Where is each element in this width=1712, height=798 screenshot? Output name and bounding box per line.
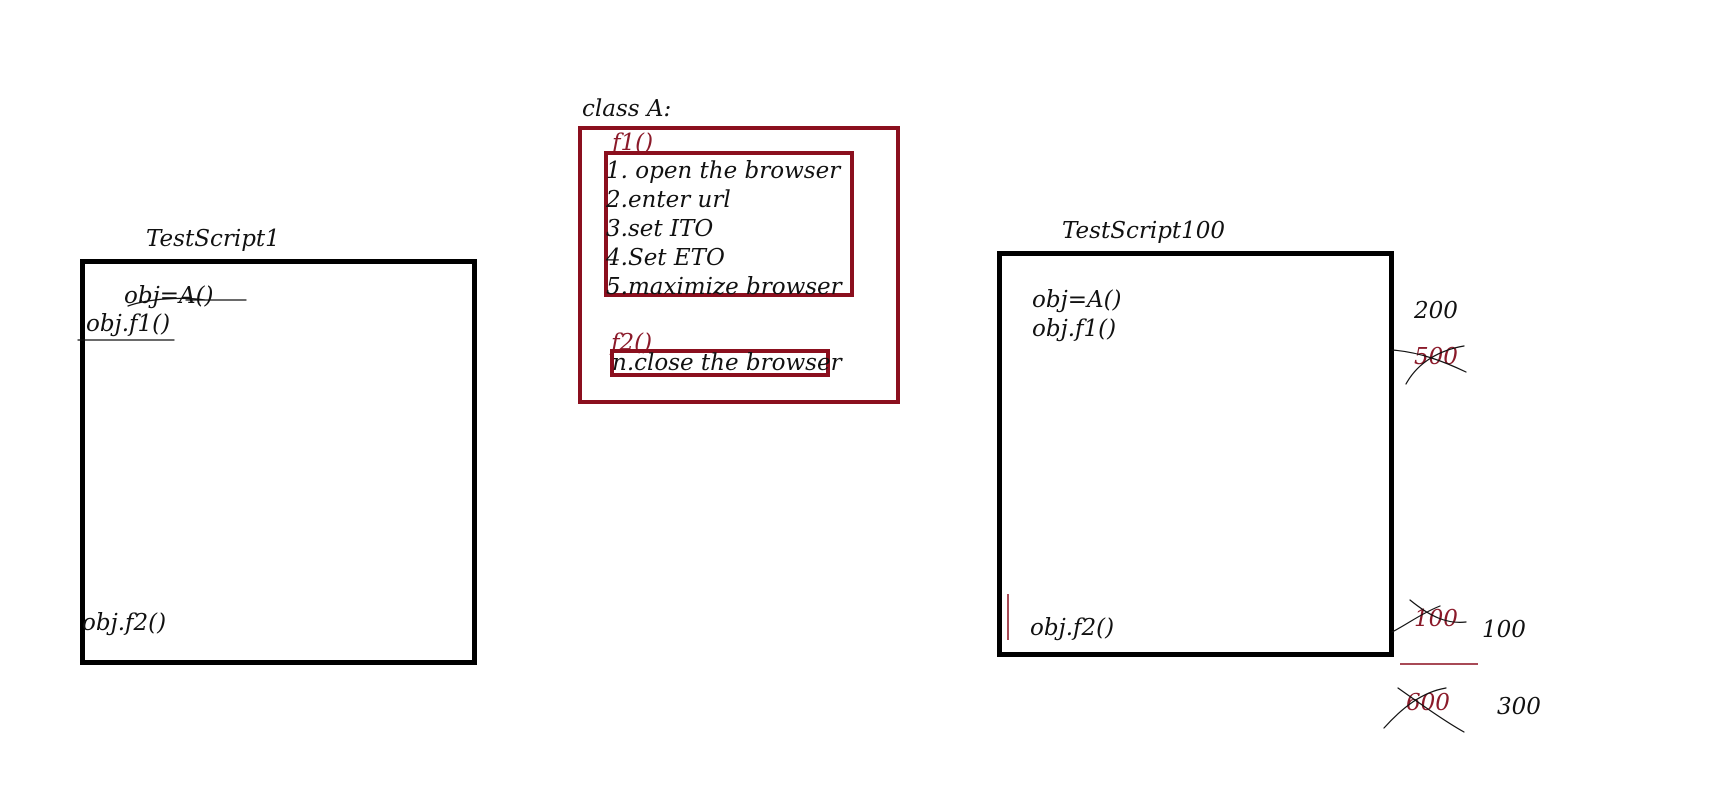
script100-line: obj=A() <box>1032 287 1122 313</box>
class-title: class A: <box>582 96 672 122</box>
annotation-number: 200 <box>1414 298 1458 324</box>
f2-step: n.close the browser <box>612 350 842 376</box>
f1-step: 5.maximize browser <box>606 274 842 300</box>
f1-step: 2.enter url <box>606 187 731 213</box>
script100-line: obj.f2() <box>1030 615 1115 641</box>
script1-line: obj.f2() <box>82 610 167 636</box>
script100-line: obj.f1() <box>1032 316 1117 342</box>
class-box <box>578 126 900 404</box>
annotation-number-crossed: 500 <box>1414 344 1458 370</box>
f2-steps-box <box>610 349 830 377</box>
annotation-number: 100 <box>1482 617 1526 643</box>
script1-title: TestScript1 <box>146 226 280 252</box>
script100-box <box>997 251 1394 657</box>
annotation-number: 300 <box>1497 694 1541 720</box>
f1-step: 1. open the browser <box>606 158 841 184</box>
f2-label: f2() <box>611 330 653 356</box>
script1-box <box>80 259 477 665</box>
script1-line: obj.f1() <box>86 311 171 337</box>
script1-line: obj=A() <box>124 283 214 309</box>
f1-step: 4.Set ETO <box>606 245 725 271</box>
f1-label: f1() <box>612 130 654 156</box>
script100-title: TestScript100 <box>1062 218 1226 244</box>
f1-steps-box <box>604 151 854 297</box>
f1-step: 3.set ITO <box>606 216 714 242</box>
annotation-number-crossed: 100 <box>1414 606 1458 632</box>
annotation-number-crossed: 600 <box>1406 690 1450 716</box>
